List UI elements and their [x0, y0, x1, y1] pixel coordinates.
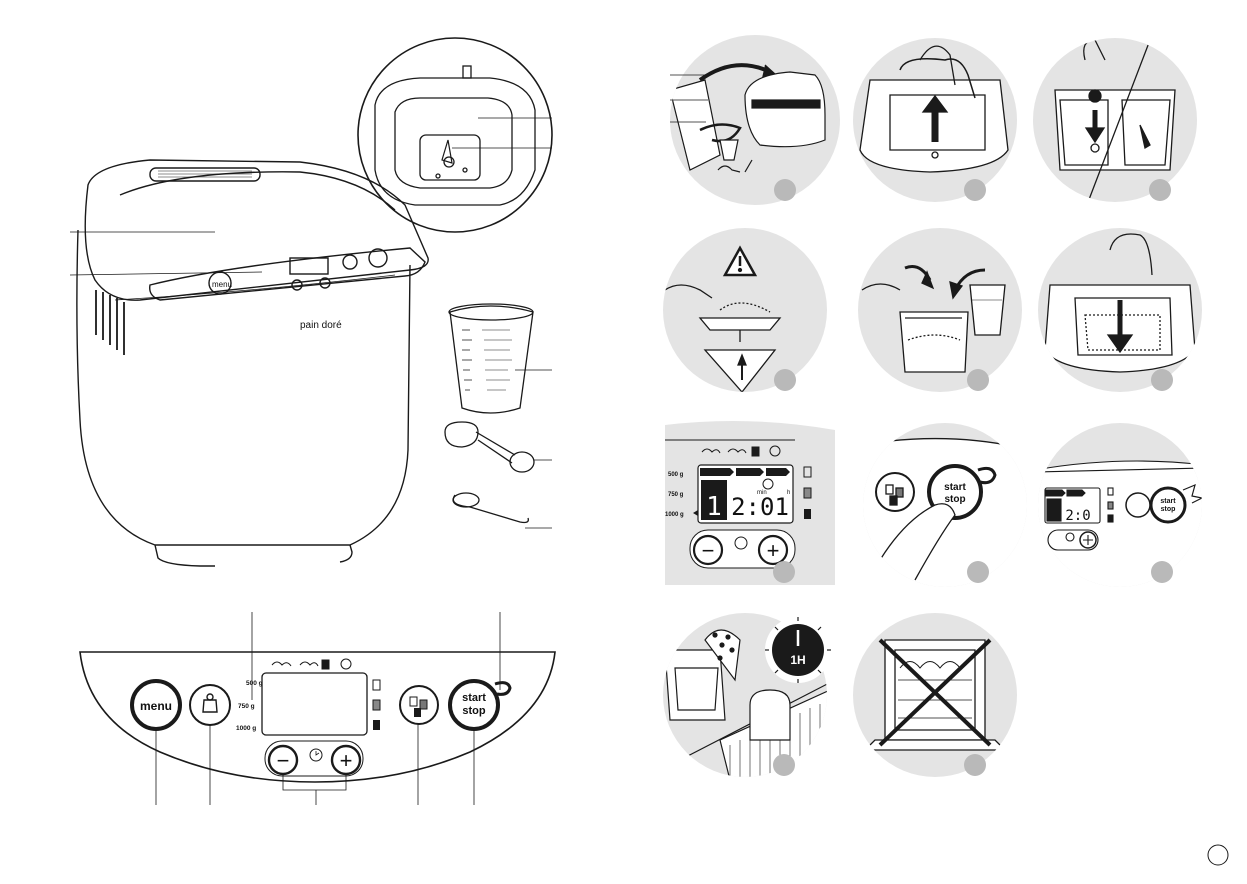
- baking-icon: [321, 659, 330, 670]
- keep-warm-icon: [340, 658, 352, 670]
- minus-button[interactable]: [267, 744, 299, 776]
- step-4-weigh: [663, 228, 827, 392]
- paddle-hook: [452, 492, 529, 524]
- step-weight-500: 500 g: [668, 472, 684, 478]
- crust-medium-icon: [372, 699, 381, 711]
- measuring-cup: [448, 303, 534, 414]
- weight-1000: 1000 g: [236, 725, 256, 732]
- step-2-dot: [964, 179, 986, 201]
- timer-1h-icon: [772, 624, 824, 676]
- svg-text:start: start: [1160, 498, 1176, 505]
- crust-dark-icon: [373, 720, 380, 730]
- lcd-program-number: 1: [706, 492, 722, 522]
- rising-icon: [299, 661, 319, 667]
- svg-text:−: −: [702, 538, 715, 563]
- panel-callouts: [155, 612, 501, 805]
- step-10-dot: [773, 754, 795, 776]
- menu-label: menu: [140, 699, 172, 713]
- crust-button[interactable]: [399, 685, 439, 725]
- program-icons: [271, 658, 352, 670]
- page-marker: [1207, 844, 1229, 866]
- step-stop-label: stop: [944, 494, 965, 505]
- weight-button[interactable]: [189, 684, 231, 726]
- svg-text:2:0: 2:0: [1065, 508, 1090, 524]
- weight-750: 750 g: [238, 703, 255, 710]
- kneading-icon: [271, 661, 292, 667]
- step-7-select-program: 1 2:01 min h 500 g 750 g 1000 g − +: [665, 421, 835, 585]
- measuring-spoon: [444, 421, 535, 473]
- step-7-dot: [773, 561, 795, 583]
- step-8-press-start: start stop: [863, 423, 1027, 587]
- step-3-fit-paddle: [1033, 38, 1197, 202]
- crust-button-icon: [409, 696, 418, 707]
- plus-button[interactable]: [330, 744, 362, 776]
- step-1-unpack: [670, 35, 840, 205]
- step-6-dot: [1151, 369, 1173, 391]
- lcd-h-label: h: [787, 490, 790, 496]
- step-9-running: 2:0 start stop: [1038, 423, 1202, 587]
- step-8-dot: [967, 561, 989, 583]
- weight-icon: [202, 693, 218, 713]
- timer-icon: [309, 748, 323, 762]
- bread-machine-illustration: menu pain doré: [76, 159, 429, 567]
- lcd-time: 2:01: [731, 493, 789, 521]
- step-6-insert-pan: [1038, 228, 1202, 392]
- lcd-min-label: min: [757, 490, 767, 496]
- step-5-dot: [967, 369, 989, 391]
- control-panel: menu 500 g 750 g 1000 g start: [79, 651, 556, 783]
- svg-text:menu: menu: [212, 280, 232, 289]
- start-label: start: [462, 692, 486, 704]
- svg-text:+: +: [767, 538, 780, 563]
- step-5-add-ingredients: [858, 228, 1022, 392]
- weight-500: 500 g: [246, 680, 263, 687]
- step-9-dot: [1151, 561, 1173, 583]
- status-light: [494, 681, 512, 696]
- step-4-dot: [774, 369, 796, 391]
- step-2-remove-pan: [853, 38, 1017, 202]
- brand-label: pain doré: [300, 320, 342, 331]
- step-1-dot: [774, 179, 796, 201]
- svg-text:stop: stop: [1161, 506, 1176, 513]
- bread-pan-inset: [357, 37, 553, 233]
- lcd-display: [261, 672, 368, 736]
- step-3-dot: [1149, 179, 1171, 201]
- step-11-no-dishwasher: [853, 613, 1017, 777]
- step-11-dot: [964, 754, 986, 776]
- cooling-time-label: 1H: [790, 653, 805, 667]
- step-start-label: start: [944, 482, 966, 493]
- minus-symbol: −: [277, 748, 290, 773]
- step-weight-1000: 1000 g: [665, 512, 684, 518]
- step-10-cool-bread: 1H: [663, 613, 831, 777]
- plus-symbol: +: [340, 748, 353, 773]
- stop-label: stop: [462, 705, 486, 717]
- step-weight-750: 750 g: [668, 492, 684, 498]
- crust-light-icon: [372, 679, 381, 691]
